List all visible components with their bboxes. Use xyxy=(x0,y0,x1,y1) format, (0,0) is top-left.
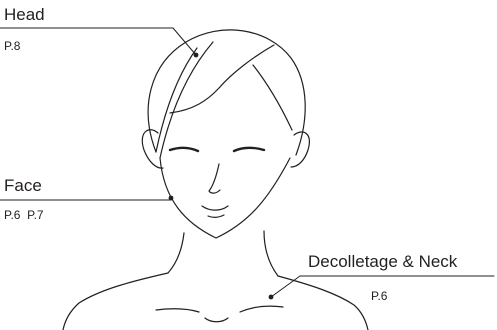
face-marker-dot xyxy=(169,196,174,201)
left-collarbone xyxy=(156,309,199,312)
right-ear xyxy=(291,132,309,167)
face-contour xyxy=(160,158,290,238)
hair-inner-strand xyxy=(253,65,292,130)
lower-lip xyxy=(208,215,224,217)
neck-right xyxy=(264,231,278,276)
head-page-ref: P.8 xyxy=(4,40,20,52)
neck-left xyxy=(168,233,184,273)
neck-leader-line xyxy=(271,276,300,297)
decolletage-neck-page-ref: P.6 xyxy=(371,290,387,302)
sternal-notch xyxy=(205,318,228,322)
hair-sweep xyxy=(170,45,274,113)
decolletage-neck-label: Decolletage & Neck xyxy=(308,253,457,270)
right-eye xyxy=(234,148,264,151)
left-eye xyxy=(170,148,198,151)
head-leader-line xyxy=(173,28,196,55)
right-shoulder xyxy=(278,276,368,330)
head-marker-dot xyxy=(194,53,199,58)
neck-marker-dot xyxy=(269,295,274,300)
mouth xyxy=(202,206,228,210)
face-label: Face xyxy=(4,177,42,194)
right-collarbone xyxy=(240,306,283,312)
head-label: Head xyxy=(4,6,45,23)
nose xyxy=(209,164,220,193)
face-page-ref: P.6 P.7 xyxy=(4,209,44,221)
left-shoulder xyxy=(63,273,168,330)
hair-outline xyxy=(148,30,305,155)
